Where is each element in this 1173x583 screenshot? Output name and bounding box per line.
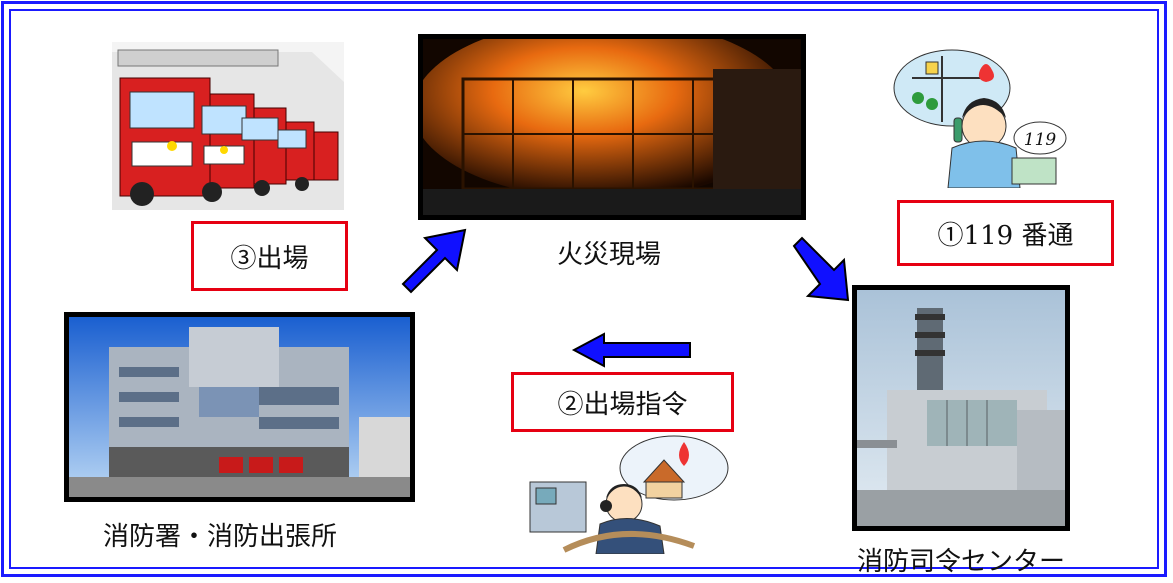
fire-scene-label: 火災現場 xyxy=(557,240,662,270)
fire-station-photo xyxy=(64,312,415,502)
command-center-photo xyxy=(852,285,1070,531)
arrow-left-icon xyxy=(570,330,695,370)
command-center-label: 消防司令センター xyxy=(857,547,1066,577)
step-dispatch-order-box: ②出場指令 xyxy=(511,372,734,432)
call-number-text: 119 xyxy=(1024,130,1057,150)
fire-scene-photo xyxy=(418,34,806,220)
emergency-call-illustration: 119 xyxy=(892,48,1068,188)
inner-frame xyxy=(9,9,1159,569)
fire-station-label: 消防署・消防出張所 xyxy=(103,522,338,552)
dispatcher-illustration xyxy=(524,432,731,554)
arrow-down-right-icon xyxy=(786,232,856,308)
step-call-box: ①119 番通 xyxy=(897,200,1114,266)
arrow-up-right-icon xyxy=(395,222,470,302)
step-dispatch-box: ③出場 xyxy=(191,221,348,291)
fire-trucks-illustration xyxy=(112,42,344,210)
